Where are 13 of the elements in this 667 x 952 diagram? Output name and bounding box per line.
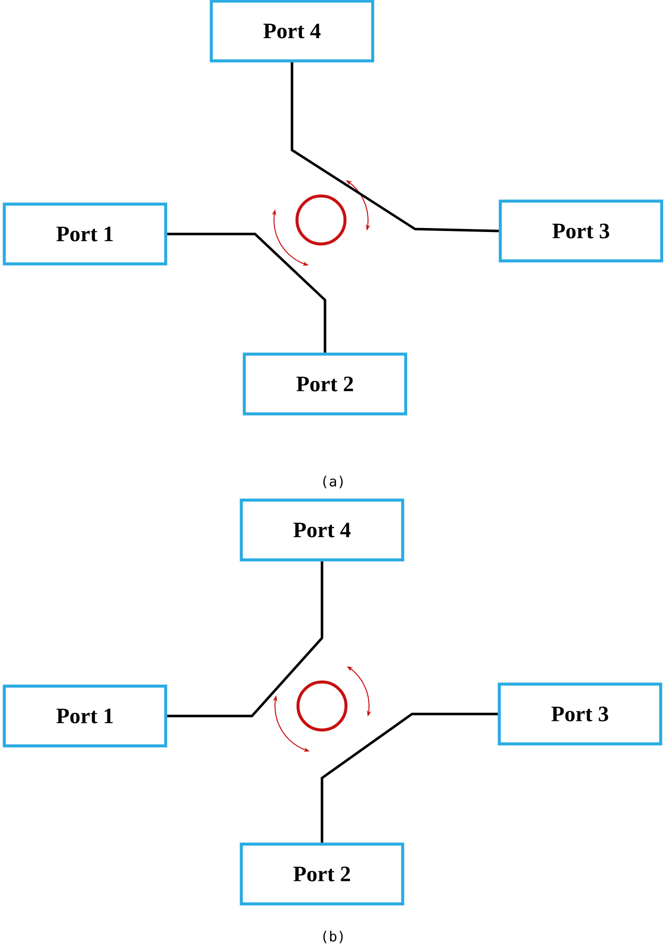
waveguide-line — [320, 712, 498, 843]
waveguide-line — [167, 232, 326, 353]
port-box: Port 2 — [240, 842, 404, 906]
port-box: Port 1 — [2, 684, 168, 748]
port-box: Port 4 — [210, 0, 374, 62]
port-box: Port 1 — [2, 202, 168, 266]
port-box: Port 3 — [498, 682, 662, 746]
port-box: Port 2 — [242, 352, 408, 416]
waveguide-line — [167, 561, 324, 718]
port-box: Port 3 — [498, 200, 664, 262]
port-box: Port 4 — [240, 498, 404, 562]
waveguide-line — [290, 62, 499, 232]
caption: (b) — [323, 930, 343, 944]
